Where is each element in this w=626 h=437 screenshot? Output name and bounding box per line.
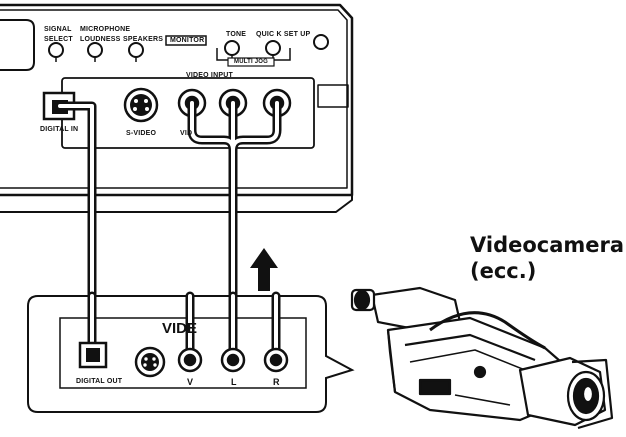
label-video-short: VID (180, 130, 193, 137)
arrow-up-icon (250, 248, 278, 291)
label-signal-select-2: SELECT (44, 36, 73, 43)
camera-s-video-jack (134, 346, 166, 378)
videocamera-illustration (350, 286, 614, 430)
label-speakers: SPEAKERS (123, 36, 164, 43)
label-s-video: S-VIDEO (126, 130, 157, 137)
label-signal-select-1: SIGNAL (44, 26, 72, 33)
label-digital-out: DIGITAL OUT (76, 378, 123, 385)
label-v: V (187, 377, 194, 387)
label-quick-setup: QUIC K SET UP (256, 31, 311, 38)
label-r: R (273, 377, 280, 387)
label-tone: TONE (226, 31, 247, 38)
label-multi-jog: MULTI JOG (234, 59, 269, 65)
label-digital-in: DIGITAL IN (40, 126, 79, 133)
monitor-box (165, 35, 207, 46)
label-loudness-1: MICROPHONE (80, 26, 131, 33)
caption-line-2: (ecc.) (470, 259, 537, 283)
camera-rca-jacks (177, 347, 289, 373)
label-loudness-2: LOUDNESS (80, 36, 121, 43)
label-video-input: VIDEO INPUT (186, 72, 233, 79)
caption-line-1: Videocamera (470, 233, 625, 257)
digital-out-jack (78, 341, 108, 369)
receiver-s-video-jack (123, 87, 159, 123)
label-vide: VIDE (162, 320, 198, 337)
label-monitor: MONITOR (170, 37, 205, 44)
label-l: L (231, 377, 237, 387)
